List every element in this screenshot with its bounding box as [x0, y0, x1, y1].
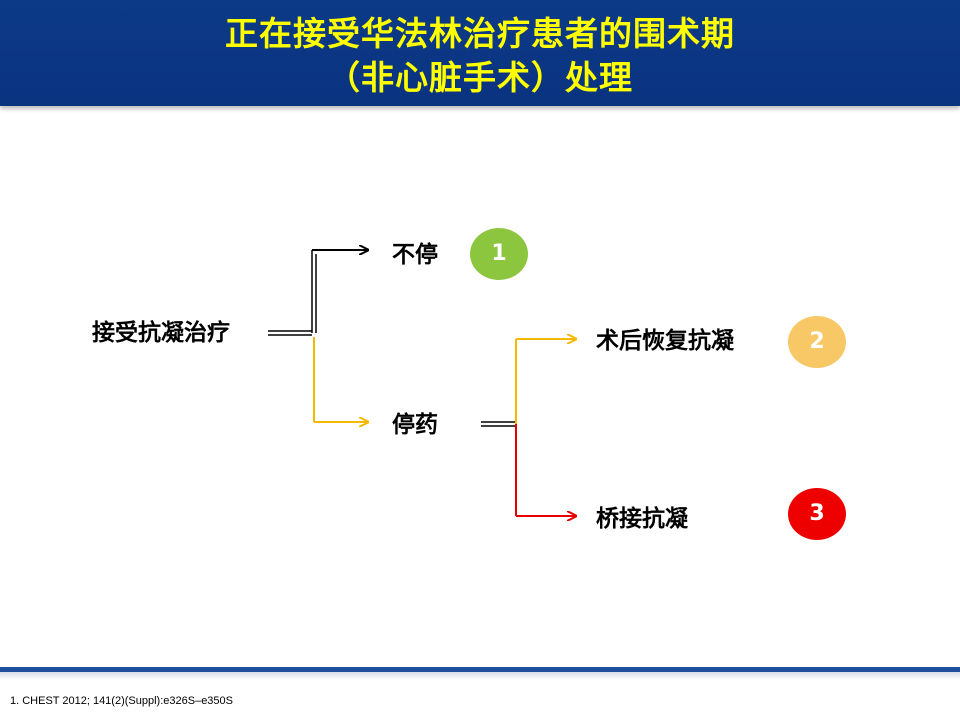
footer-shadow [0, 672, 960, 680]
arrow-bridge [515, 424, 576, 516]
node-continue: 不停 [392, 242, 438, 268]
arrow-stop [313, 337, 368, 422]
stop-connector [481, 421, 515, 427]
node-stop: 停药 [392, 412, 438, 438]
node-resume: 术后恢复抗凝 [596, 328, 734, 354]
root-connector [268, 330, 312, 336]
arrow-resume [515, 339, 576, 424]
page-title-line-1: 正在接受华法林治疗患者的围术期 [225, 14, 735, 53]
node-bridge: 桥接抗凝 [596, 506, 688, 532]
badge-1: 1 [470, 228, 528, 280]
footnote-reference: 1. CHEST 2012; 141(2)(Suppl):e326S–e350S [10, 695, 233, 707]
node-root: 接受抗凝治疗 [92, 320, 230, 346]
badge-3: 3 [788, 488, 846, 540]
page-title-line-2: （非心脏手术）处理 [327, 58, 633, 97]
arrow-continue [311, 250, 368, 333]
footer-band [0, 667, 960, 672]
header-banner: 正在接受华法林治疗患者的围术期 （非心脏手术）处理 [0, 0, 960, 106]
badge-2: 2 [788, 316, 846, 368]
